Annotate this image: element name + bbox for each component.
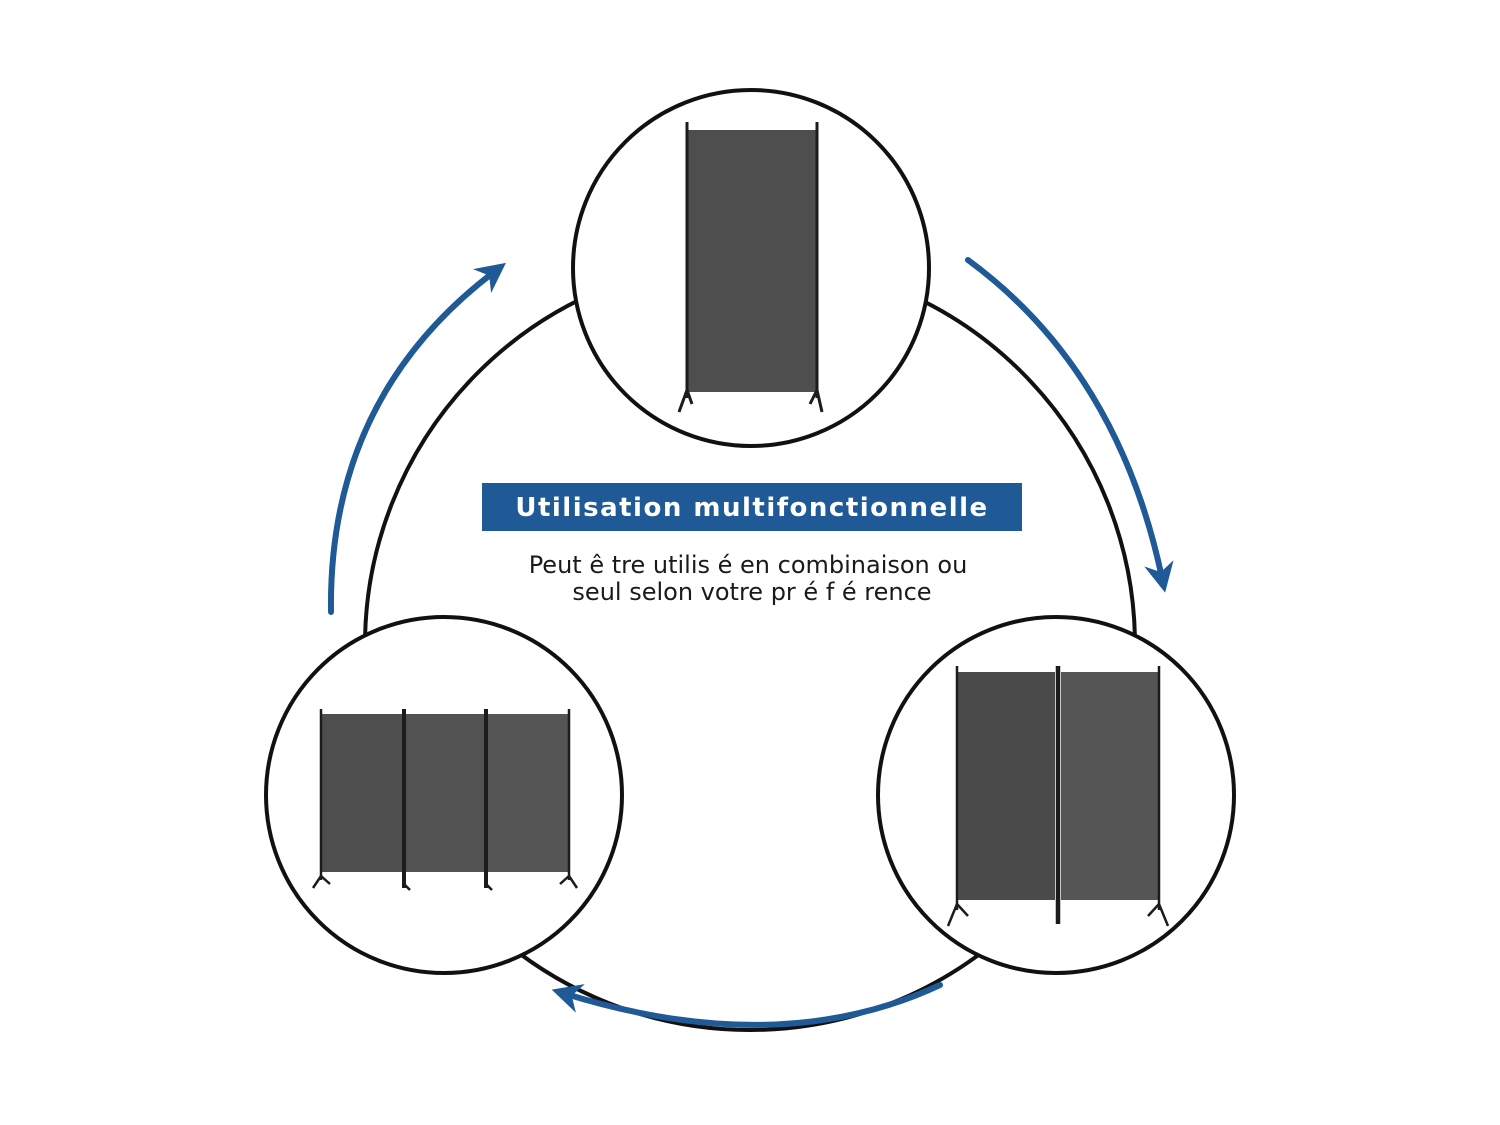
two-panel-illustration — [876, 615, 1236, 975]
title-text: Utilisation multifonctionnelle — [515, 493, 988, 523]
two-panel-feet — [946, 903, 1170, 927]
single-panel-left-foot — [677, 389, 694, 413]
two-panel-fabric-2 — [1061, 672, 1158, 900]
cycle-arrow-right — [965, 257, 1174, 593]
single-panel-fabric — [688, 130, 816, 392]
single-panel-illustration — [571, 88, 931, 448]
three-panel-illustration — [264, 615, 624, 975]
title-banner — [482, 483, 1022, 531]
cycle-arrow-bottom — [551, 982, 943, 1028]
subtitle-line-2: seul selon votre pr é f é rence — [572, 578, 931, 606]
single-panel-right-foot — [808, 389, 824, 413]
subtitle-line-1: Peut ê tre utilis é en combinaison ou — [529, 551, 968, 579]
three-panel-fabric-1 — [322, 714, 402, 872]
three-panel-fabric-2 — [406, 714, 484, 872]
three-panel-fabric-3 — [488, 714, 568, 872]
two-panel-fabric-1 — [958, 672, 1055, 900]
cycle-arrow-left — [327, 262, 506, 615]
three-panel-feet — [311, 875, 579, 891]
